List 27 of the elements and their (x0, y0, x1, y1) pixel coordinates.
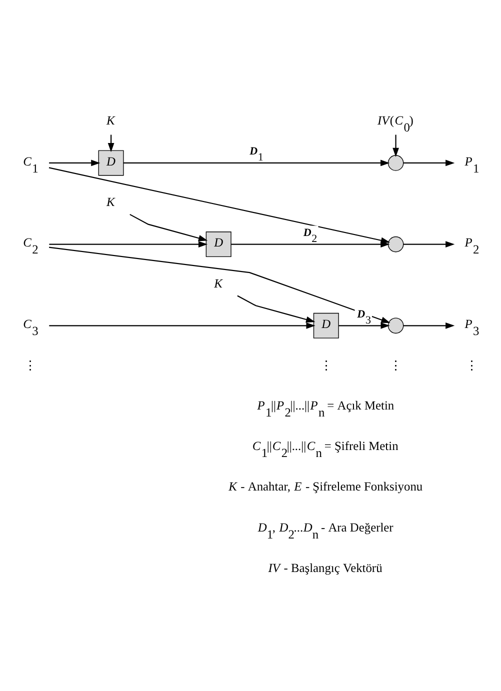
node-circle (387, 317, 404, 334)
arrow (403, 322, 454, 328)
arrow (236, 294, 315, 322)
label: ⋮ (464, 358, 477, 372)
node-box: D (312, 312, 338, 338)
node-text: K (106, 194, 114, 208)
arrow (230, 240, 390, 247)
node-circle (387, 154, 404, 170)
arrow (403, 159, 454, 166)
node-box: D (205, 231, 231, 257)
arrow (122, 159, 390, 166)
label: ⋮ (319, 358, 332, 372)
node-box: D (98, 150, 124, 176)
node-text: K (106, 113, 114, 128)
label: K - Anahtar, E - Şifreleme Fonksiyonu (228, 479, 422, 494)
arrow (48, 240, 208, 247)
arrow (403, 240, 454, 247)
arrow (48, 159, 100, 166)
label: ⋮ (24, 358, 36, 372)
label: IV - Başlangıç Vektörü (268, 560, 382, 575)
arrow (129, 213, 208, 241)
label: ⋮ (389, 358, 402, 372)
node-circle (387, 236, 404, 252)
arrow (392, 134, 398, 156)
arrow (48, 322, 315, 328)
node-text: K (214, 276, 222, 290)
arrow (338, 322, 390, 328)
